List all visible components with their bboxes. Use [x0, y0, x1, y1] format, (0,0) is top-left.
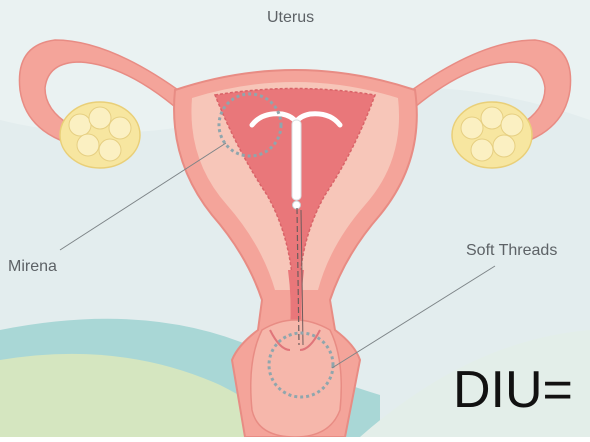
ovary-right — [452, 102, 532, 168]
mirena-label: Mirena — [8, 258, 57, 276]
uterus-label: Uterus — [267, 9, 314, 27]
ovary-left — [60, 102, 140, 168]
caption-text: DIU= — [453, 364, 573, 416]
soft-threads-label: Soft Threads — [466, 242, 557, 260]
vaginal-canal — [251, 320, 342, 437]
